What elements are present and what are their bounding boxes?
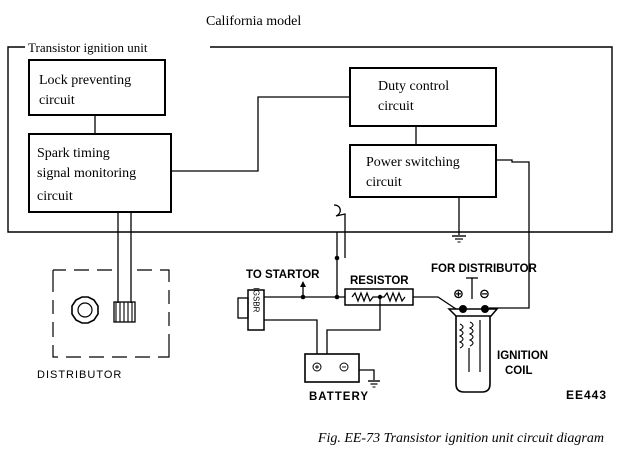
power-to-coil-wire [489, 159, 530, 309]
ignition-coil-cap [447, 308, 499, 317]
resistor-label: RESISTOR [350, 275, 409, 287]
unit-supply-wire [333, 204, 346, 258]
battery-positive-glyph [315, 365, 319, 369]
lock-preventing-block [28, 59, 166, 116]
distributor-label: DISTRIBUTOR [37, 369, 122, 381]
unit-enclosure [7, 46, 613, 233]
to-startor-label: TO STARTOR [246, 269, 320, 281]
ignition-switch-knob [237, 297, 249, 319]
battery-ground-wire [359, 369, 375, 380]
power-switching-block [349, 144, 497, 198]
spark-timing-block [28, 133, 172, 213]
distributor-rotor-icon [71, 296, 99, 324]
startor-arrow [300, 281, 306, 287]
figure-code: EE443 [566, 388, 607, 402]
coil-positive-post [459, 305, 467, 313]
model-title: California model [206, 14, 301, 29]
spark-timing-label: Spark timing signal monitoring circuit [37, 146, 140, 204]
unit-label: Transistor ignition unit [28, 40, 148, 55]
switch-battery-wire [264, 319, 318, 354]
ignition-switch-body [247, 289, 265, 331]
secondary-winding-icon [468, 321, 474, 347]
primary-winding-icon [458, 323, 464, 349]
pickup-coil-windings [115, 302, 133, 322]
battery-positive-icon [312, 362, 322, 372]
duty-control-label: Duty control circuit [378, 79, 453, 114]
spark-to-duty-wire [171, 96, 350, 172]
supply-junction-dot [334, 255, 340, 261]
ignition-label: IGNITION [497, 350, 548, 362]
startor-junction-dot [300, 294, 306, 300]
distributor-housing [52, 269, 170, 358]
ignition-switch-text: IGSBR [252, 288, 261, 313]
distributor-rotor-center [77, 302, 93, 318]
lock-preventing-label: Lock preventing circuit [39, 73, 135, 108]
battery-body [304, 353, 360, 383]
resistor-coil-wire [413, 296, 457, 310]
figure-caption: Fig. EE-73 Transistor ignition unit circ… [317, 431, 604, 446]
ignition-coil-body [455, 316, 491, 393]
coil-label: COIL [505, 365, 532, 377]
battery-label: BATTERY [309, 391, 369, 403]
ig-junction-dot [334, 294, 340, 300]
battery-negative-icon [339, 362, 349, 372]
coil-positive-terminal: ⊕ [453, 286, 464, 301]
power-switching-label: Power switching circuit [366, 155, 463, 190]
coil-negative-terminal: ⊖ [479, 286, 490, 301]
coil-negative-post [481, 305, 489, 313]
for-distributor-label: FOR DISTRIBUTOR [431, 263, 538, 275]
duty-control-block [349, 67, 497, 127]
resistor-battery-wire [326, 297, 381, 354]
